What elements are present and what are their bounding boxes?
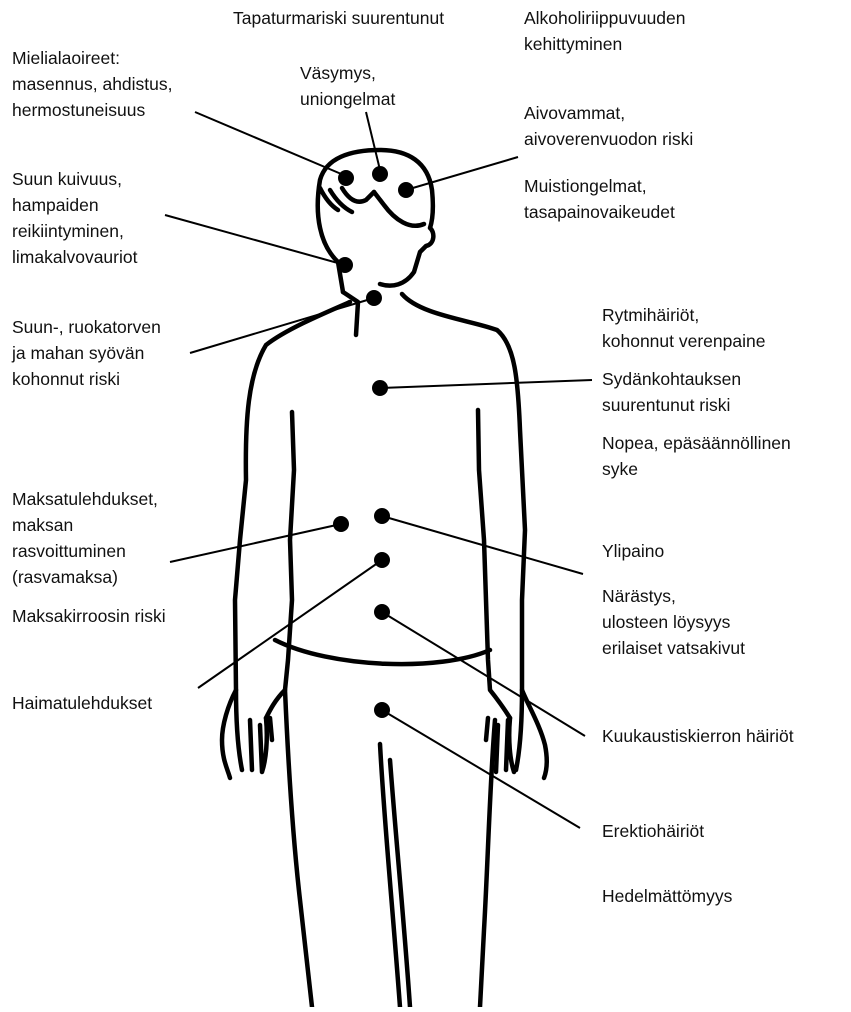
dot-abdomen	[374, 604, 390, 620]
label-line: Muistiongelmat,	[524, 173, 675, 199]
effect-dots	[333, 166, 414, 718]
label-line: Mielialaoireet:	[12, 45, 173, 71]
label-line: Maksatulehdukset,	[12, 486, 158, 512]
label-line: hampaiden	[12, 192, 137, 218]
hair-right	[374, 192, 424, 226]
label-line: Sydänkohtauksen	[602, 366, 741, 392]
label-line: suurentunut riski	[602, 392, 741, 418]
label-line: aivoverenvuodon riski	[524, 126, 693, 152]
label-line: Närästys,	[602, 583, 745, 609]
label-line: Erektiohäiriöt	[602, 818, 704, 844]
label-kirroosi: Maksakirroosin riski	[12, 603, 166, 629]
label-vasymys: Väsymys, uniongelmat	[300, 60, 395, 112]
label-line: Nopea, epäsäännöllinen	[602, 430, 791, 456]
label-haima: Haimatulehdukset	[12, 690, 152, 716]
arm-inner-left	[266, 412, 294, 718]
label-line: limakalvovauriot	[12, 244, 137, 270]
dot-sleep	[372, 166, 388, 182]
leg-right-outer	[480, 720, 495, 1007]
leg-left-outer	[285, 690, 312, 1007]
label-line: Aivovammat,	[524, 100, 693, 126]
label-hedelmat: Hedelmättömyys	[602, 883, 732, 909]
dot-pancreas	[374, 552, 390, 568]
human-figure-outline	[222, 150, 547, 1007]
dot-mouth	[337, 257, 353, 273]
label-narastys: Närästys, ulosteen löysyys erilaiset vat…	[602, 583, 745, 661]
label-line: (rasvamaksa)	[12, 564, 158, 590]
label-line: Ylipaino	[602, 538, 664, 564]
dot-throat	[366, 290, 382, 306]
label-syke: Nopea, epäsäännöllinen syke	[602, 430, 791, 482]
label-kuukautis: Kuukaustiskierron häiriöt	[602, 723, 794, 749]
dot-reproductive	[374, 702, 390, 718]
hand-left	[236, 690, 272, 772]
label-line: Väsymys,	[300, 60, 395, 86]
leg-inner-right	[390, 760, 410, 1007]
leader-erektio	[382, 710, 580, 828]
label-line: Maksakirroosin riski	[12, 603, 166, 629]
label-line: tasapainovaikeudet	[524, 199, 675, 225]
label-erektio: Erektiohäiriöt	[602, 818, 704, 844]
dot-stomach	[374, 508, 390, 524]
label-line: Hedelmättömyys	[602, 883, 732, 909]
leader-syopa	[190, 298, 374, 353]
label-line: Haimatulehdukset	[12, 690, 152, 716]
label-line: Alkoholiriippuvuuden	[524, 5, 686, 31]
label-line: ulosteen löysyys	[602, 609, 745, 635]
arm-inner-right	[478, 410, 510, 718]
waist-line	[275, 640, 490, 664]
leader-maksa	[170, 524, 341, 562]
torso-right	[402, 294, 547, 778]
leader-aivovammat	[406, 157, 518, 190]
dot-heart	[372, 380, 388, 396]
label-muisti: Muistiongelmat, tasapainovaikeudet	[524, 173, 675, 225]
dot-brain	[398, 182, 414, 198]
neck-left	[343, 292, 358, 335]
label-line: hermostuneisuus	[12, 97, 173, 123]
dot-liver	[333, 516, 349, 532]
label-line: Kuukaustiskierron häiriöt	[602, 723, 794, 749]
label-sydan: Sydänkohtauksen suurentunut riski	[602, 366, 741, 418]
leader-sydan	[380, 380, 592, 388]
label-maksa: Maksatulehdukset, maksan rasvoittuminen …	[12, 486, 158, 590]
label-line: Suun kuivuus,	[12, 166, 137, 192]
label-aivovammat: Aivovammat, aivoverenvuodon riski	[524, 100, 693, 152]
label-line: Suun-, ruokatorven	[12, 314, 161, 340]
dot-mood	[338, 170, 354, 186]
label-line: Rytmihäiriöt,	[602, 302, 765, 328]
label-line: ja mahan syövän	[12, 340, 161, 366]
label-line: reikiintyminen,	[12, 218, 137, 244]
leader-mieliala	[195, 112, 346, 176]
label-line: kohonnut verenpaine	[602, 328, 765, 354]
label-line: masennus, ahdistus,	[12, 71, 173, 97]
label-ylipaino: Ylipaino	[602, 538, 664, 564]
label-suu: Suun kuivuus, hampaiden reikiintyminen, …	[12, 166, 137, 270]
label-line: kehittyminen	[524, 31, 686, 57]
label-line: maksan	[12, 512, 158, 538]
label-line: syke	[602, 456, 791, 482]
leader-kuukautis	[382, 612, 585, 736]
label-line: kohonnut riski	[12, 366, 161, 392]
label-line: uniongelmat	[300, 86, 395, 112]
label-tapaturma: Tapaturmariski suurentunut	[233, 5, 444, 31]
label-syopa: Suun-, ruokatorven ja mahan syövän kohon…	[12, 314, 161, 392]
label-line: Tapaturmariski suurentunut	[233, 5, 444, 31]
hair-left	[320, 188, 374, 212]
label-mieliala: Mielialaoireet: masennus, ahdistus, herm…	[12, 45, 173, 123]
label-alkoholi: Alkoholiriippuvuuden kehittyminen	[524, 5, 686, 57]
label-rytmi: Rytmihäiriöt, kohonnut verenpaine	[602, 302, 765, 354]
label-line: erilaiset vatsakivut	[602, 635, 745, 661]
label-line: rasvoittuminen	[12, 538, 158, 564]
leader-vasymys	[366, 112, 380, 170]
